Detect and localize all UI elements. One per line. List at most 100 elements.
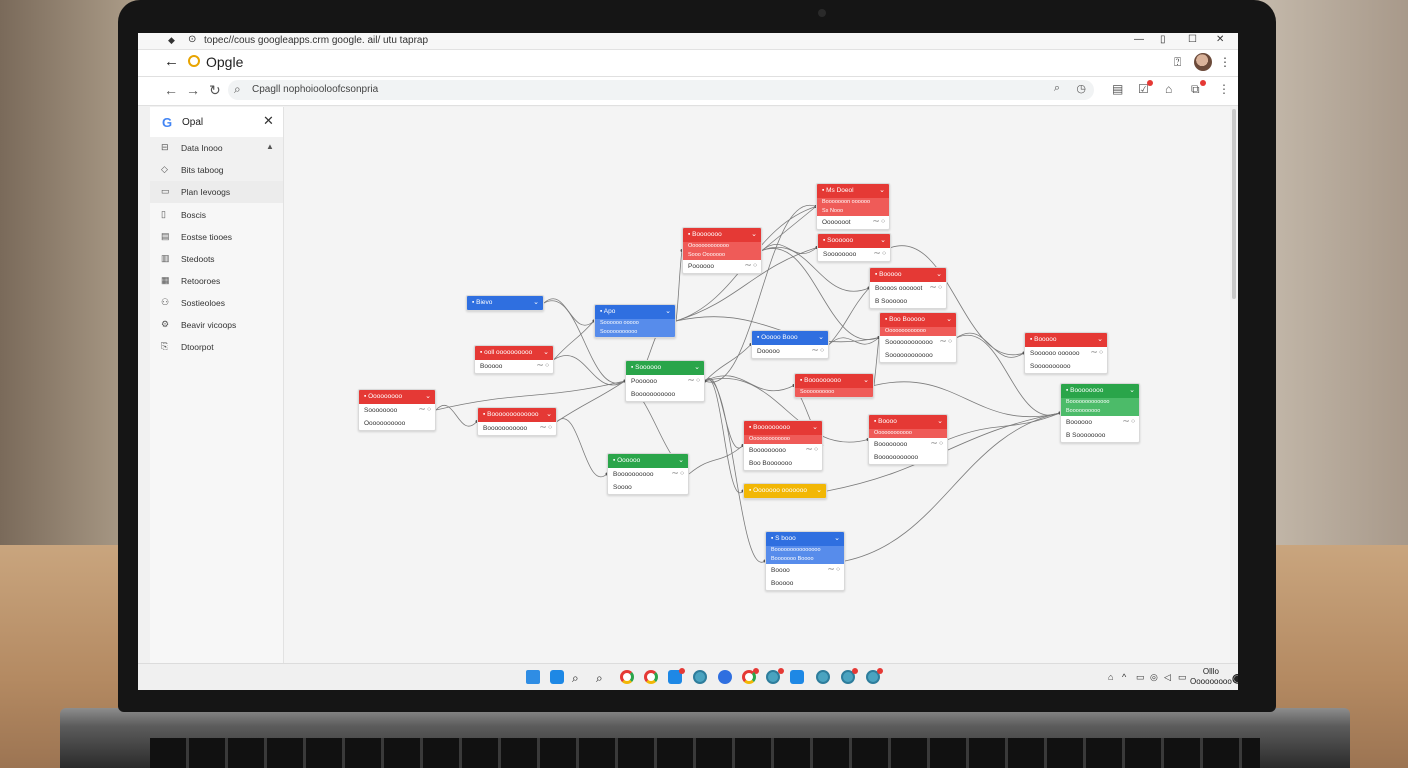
workflow-node-n11[interactable]: ▪ Booooo⌄Soooooo oooooo⁓ ○Soooooooooo <box>1024 332 1108 374</box>
forward-icon[interactable]: → <box>186 82 200 98</box>
workflow-node-n9[interactable]: ▪ Soooooo⌄Poooooo⁓ ○Booooooooooo <box>625 360 705 402</box>
node-toggle-icon[interactable]: ⁓ ○ <box>873 250 886 257</box>
node-menu-icon[interactable]: ⌄ <box>818 334 824 341</box>
node-toggle-icon[interactable]: ⁓ ○ <box>811 347 824 354</box>
search-alt-icon[interactable]: ⌕ <box>596 671 603 685</box>
workflow-node-n12[interactable]: ▪ Ooooooooo⌄Soooooooo⁓ ○Ooooooooooo <box>358 389 436 431</box>
back-icon[interactable]: ← <box>164 82 178 98</box>
minimize-icon[interactable]: — <box>1134 34 1144 45</box>
chevron-up-icon[interactable]: ▲ <box>266 142 274 151</box>
sidebar-item-4[interactable]: ▤Eostse tiooes <box>150 226 283 248</box>
volume-icon[interactable]: ◁ <box>1164 672 1171 682</box>
history-icon[interactable]: ◷ <box>1076 83 1086 95</box>
sidebar-item-6[interactable]: ▦Retooroes <box>150 270 283 292</box>
restore-icon[interactable]: ▯ <box>1160 34 1166 45</box>
avatar[interactable] <box>1194 53 1212 71</box>
workflow-node-n13[interactable]: ▪ Booooooooooooo⌄Booooooooooo⁓ ○ <box>477 407 557 436</box>
workflow-node-n4[interactable]: ▪ Booooo⌄Boooos oooooot⁓ ○B Soooooo <box>869 267 947 309</box>
zoom-icon[interactable]: ⌕ <box>1053 82 1060 94</box>
node-toggle-icon[interactable]: ⁓ ○ <box>744 262 757 269</box>
node-header[interactable]: ▪ Booooooooo⌄ <box>795 374 873 388</box>
briefcase-icon[interactable]: ⌂ <box>1165 82 1173 96</box>
sidebar-item-1[interactable]: ◇Bits taboog <box>150 159 283 181</box>
node-toggle-icon[interactable]: ⁓ ○ <box>539 424 552 431</box>
widgets-icon[interactable] <box>550 670 564 684</box>
node-header[interactable]: ▪ Ooooo Booo⌄ <box>752 331 828 345</box>
network-icon[interactable]: ⌂ <box>1108 672 1114 682</box>
node-toggle-icon[interactable]: ⁓ ○ <box>418 406 431 413</box>
app-icon[interactable] <box>693 670 707 684</box>
start-icon[interactable] <box>526 670 540 684</box>
node-menu-icon[interactable]: ⌄ <box>879 187 885 194</box>
sidebar-item-3[interactable]: ▯Boscis <box>150 204 283 226</box>
node-menu-icon[interactable]: ⌄ <box>1097 336 1103 343</box>
app-icon[interactable] <box>841 670 855 684</box>
node-header[interactable]: ▪ S booo⌄ <box>766 532 844 546</box>
node-header[interactable]: ▪ Ms Doeol⌄ <box>817 184 889 198</box>
sidebar-item-5[interactable]: ▥Stedoots <box>150 248 283 270</box>
node-menu-icon[interactable]: ⌄ <box>425 393 431 400</box>
node-header[interactable]: ▪ Boooooooo⌄ <box>1061 384 1139 398</box>
node-header[interactable]: ▪ Booooo⌄ <box>870 268 946 282</box>
node-header[interactable]: ▪ Soooooo⌄ <box>626 361 704 375</box>
wifi-icon[interactable]: ◎ <box>1150 672 1158 682</box>
display-icon[interactable]: ▭ <box>1136 672 1145 682</box>
node-toggle-icon[interactable]: ⁓ ○ <box>1090 349 1103 356</box>
store-icon[interactable] <box>790 670 804 684</box>
node-menu-icon[interactable]: ⌄ <box>751 231 757 238</box>
node-toggle-icon[interactable]: ⁓ ○ <box>805 446 818 453</box>
close-icon[interactable]: ✕ <box>263 113 274 128</box>
workflow-node-n3[interactable]: ▪ Soooooo⌄Soooooooo⁓ ○ <box>817 233 891 262</box>
reader-icon[interactable]: ▤ <box>1112 82 1124 96</box>
node-header[interactable]: ▪ Booooooooooooo⌄ <box>478 408 556 422</box>
node-header[interactable]: ▪ Booooooooo⌄ <box>744 421 822 435</box>
node-menu-icon[interactable]: ⌄ <box>665 308 671 315</box>
node-toggle-icon[interactable]: ⁓ ○ <box>929 284 942 291</box>
tab-title[interactable]: Opgle <box>206 54 244 70</box>
node-header[interactable]: ▪ Soooooo⌄ <box>818 234 890 248</box>
chrome-icon[interactable] <box>742 670 756 684</box>
sidebar-item-8[interactable]: ⚙Beavir vicoops <box>150 314 283 336</box>
node-header[interactable]: ▪ Booooo⌄ <box>1025 333 1107 347</box>
extensions-icon[interactable]: ⧉ <box>1191 82 1200 96</box>
node-toggle-icon[interactable]: ⁓ ○ <box>872 218 885 225</box>
more-menu-icon[interactable]: ⋮ <box>1219 55 1231 69</box>
search-taskbar-icon[interactable]: ⌕ <box>572 671 579 685</box>
node-header[interactable]: ▪ Boooo⌄ <box>869 415 947 429</box>
sidebar-item-2[interactable]: ▭Plan Ievoogs <box>150 181 283 203</box>
app-icon[interactable] <box>816 670 830 684</box>
app-icon[interactable] <box>766 670 780 684</box>
node-header[interactable]: ▪ Oooooo⌄ <box>608 454 688 468</box>
node-toggle-icon[interactable]: ⁓ ○ <box>827 566 840 573</box>
workflow-node-n5[interactable]: ▪ Bievo⌄ <box>466 295 544 311</box>
node-menu-icon[interactable]: ⌄ <box>880 237 886 244</box>
node-header[interactable]: ▪ Bievo⌄ <box>467 296 543 310</box>
node-menu-icon[interactable]: ⌄ <box>812 424 818 431</box>
app-icon[interactable] <box>866 670 880 684</box>
notification-icon[interactable]: ◉ <box>1232 671 1238 685</box>
close-window-icon[interactable]: ✕ <box>1216 34 1225 45</box>
maximize-icon[interactable]: ☐ <box>1188 34 1197 45</box>
vertical-scrollbar[interactable] <box>1232 109 1236 299</box>
node-header[interactable]: ▪ Ooooooooo⌄ <box>359 390 435 404</box>
edge-icon[interactable] <box>718 670 732 684</box>
node-toggle-icon[interactable]: ⁓ ○ <box>930 440 943 447</box>
chrome-icon[interactable] <box>620 670 634 684</box>
node-header[interactable]: ▪ Ooooooo ooooooo⌄ <box>744 484 826 498</box>
node-menu-icon[interactable]: ⌄ <box>937 418 943 425</box>
workflow-node-n8[interactable]: ▪ Ooooo Booo⌄Dooooo⁓ ○ <box>751 330 829 359</box>
workflow-node-n16[interactable]: ▪ Oooooo⌄Boooooooooo⁓ ○Soooo <box>607 453 689 495</box>
node-header[interactable]: ▪ ooll oooooooooo⌄ <box>475 346 553 360</box>
node-header[interactable]: ▪ Apo⌄ <box>595 305 675 319</box>
workflow-node-n18[interactable]: ▪ Ooooooo ooooooo⌄ <box>743 483 827 499</box>
node-menu-icon[interactable]: ⌄ <box>816 487 822 494</box>
lock-icon[interactable]: ⍰ <box>1174 55 1182 69</box>
extension-edit-icon[interactable]: ☑ <box>1138 82 1149 96</box>
node-menu-icon[interactable]: ⌄ <box>863 377 869 384</box>
